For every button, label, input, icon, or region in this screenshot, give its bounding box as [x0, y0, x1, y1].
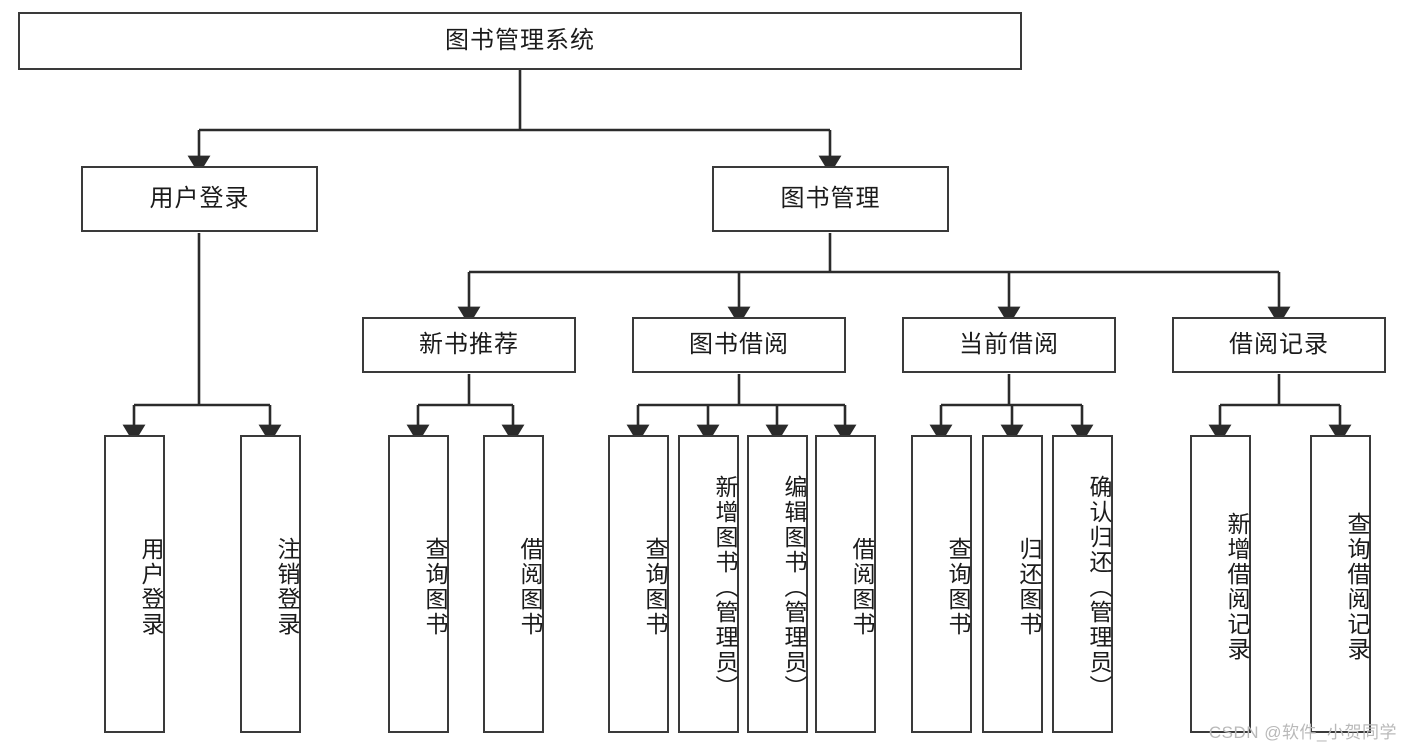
node-user-login[interactable]: 用户登录 — [81, 166, 318, 232]
node-label: 确认归还（管理员） — [1086, 474, 1112, 700]
node-label: 当前借阅 — [959, 330, 1059, 358]
node-label: 借阅图书 — [517, 537, 543, 637]
leaf-confirm-return-admin[interactable]: 确认归还（管理员） — [1052, 435, 1113, 733]
node-label: 借阅记录 — [1229, 330, 1329, 358]
node-label: 借阅图书 — [849, 537, 875, 637]
node-label: 编辑图书（管理员） — [781, 474, 807, 700]
leaf-add-borrow-record[interactable]: 新增借阅记录 — [1190, 435, 1251, 733]
leaf-query-borrow-record[interactable]: 查询借阅记录 — [1310, 435, 1371, 733]
node-label: 新增图书（管理员） — [712, 474, 738, 700]
node-book-borrow[interactable]: 图书借阅 — [632, 317, 846, 373]
leaf-return-book[interactable]: 归还图书 — [982, 435, 1043, 733]
node-book-management[interactable]: 图书管理 — [712, 166, 949, 232]
leaf-query-book-current[interactable]: 查询图书 — [911, 435, 972, 733]
node-root-book-management-system[interactable]: 图书管理系统 — [18, 12, 1022, 70]
node-current-borrow[interactable]: 当前借阅 — [902, 317, 1116, 373]
leaf-logout-login[interactable]: 注销登录 — [240, 435, 301, 733]
node-borrow-record[interactable]: 借阅记录 — [1172, 317, 1386, 373]
node-label: 新书推荐 — [419, 330, 519, 358]
leaf-query-book-recommend[interactable]: 查询图书 — [388, 435, 449, 733]
leaf-borrow-book-recommend[interactable]: 借阅图书 — [483, 435, 544, 733]
watermark: CSDN @软件_小贺同学 — [1208, 723, 1397, 742]
node-label: 注销登录 — [274, 537, 300, 637]
node-label: 查询图书 — [945, 537, 971, 637]
node-label: 查询图书 — [642, 537, 668, 637]
node-label: 用户登录 — [138, 537, 164, 637]
node-label: 用户登录 — [149, 184, 250, 212]
leaf-add-book-admin[interactable]: 新增图书（管理员） — [678, 435, 739, 733]
leaf-edit-book-admin[interactable]: 编辑图书（管理员） — [747, 435, 808, 733]
leaf-query-book-borrow[interactable]: 查询图书 — [608, 435, 669, 733]
node-label: 归还图书 — [1016, 537, 1042, 637]
leaf-borrow-book[interactable]: 借阅图书 — [815, 435, 876, 733]
node-label: 图书借阅 — [689, 330, 789, 358]
node-label: 图书管理 — [780, 184, 881, 212]
node-label: 图书管理系统 — [445, 26, 595, 54]
node-new-book-recommend[interactable]: 新书推荐 — [362, 317, 576, 373]
node-label: 新增借阅记录 — [1224, 512, 1250, 662]
node-label: 查询图书 — [422, 537, 448, 637]
leaf-user-login[interactable]: 用户登录 — [104, 435, 165, 733]
node-label: 查询借阅记录 — [1344, 512, 1370, 662]
